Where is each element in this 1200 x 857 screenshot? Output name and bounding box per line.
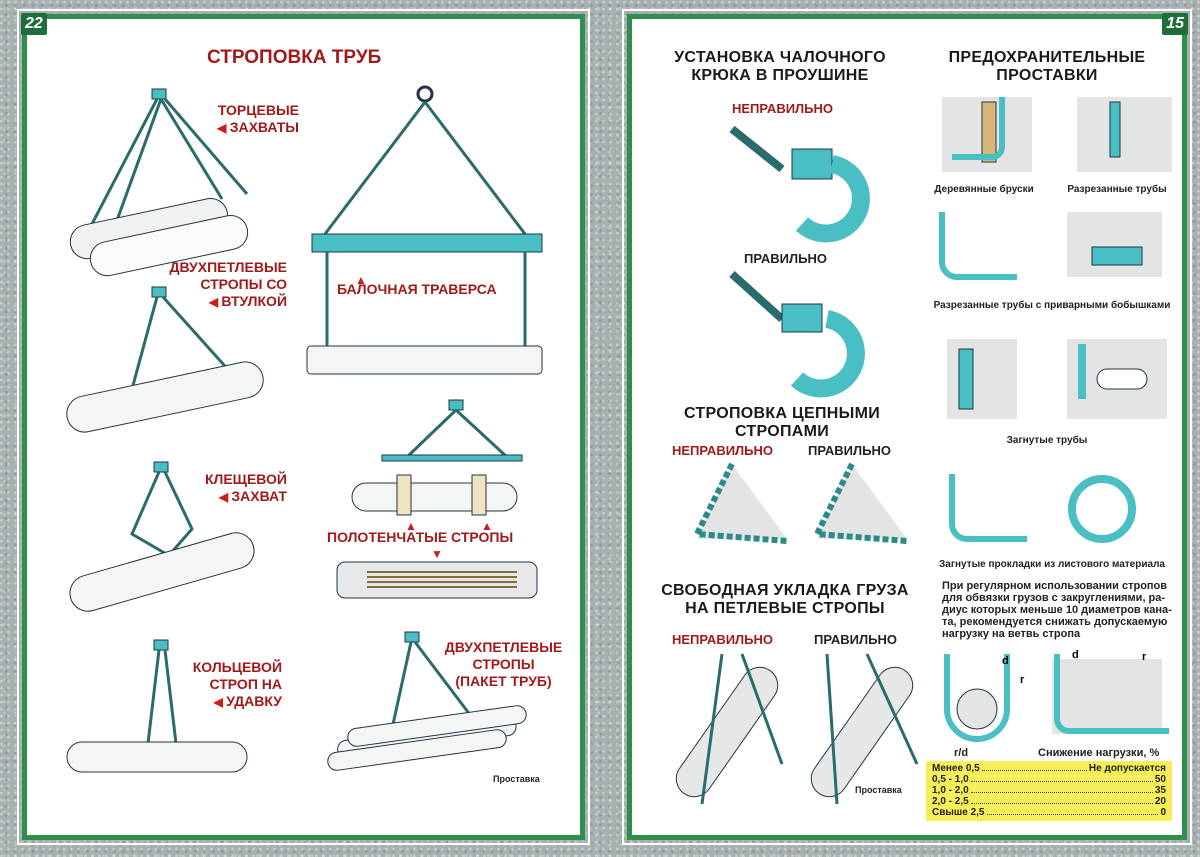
hook-wrong-label: НЕПРАВИЛЬНО xyxy=(732,101,834,116)
label-r-right: r xyxy=(1142,651,1147,663)
caption-beam-traverse: БАЛОЧНАЯ ТРАВЕРСА xyxy=(337,281,497,297)
bent-sheet-illustration xyxy=(949,474,1136,543)
end-grips-illustration xyxy=(69,88,249,277)
bent-pipes-illustration xyxy=(947,339,1167,419)
caption-ring-choke: КОЛЬЦЕВОЙ СТРОП НА ◀ УДАВКУ xyxy=(192,659,282,709)
hook-right-illustration xyxy=(729,271,865,398)
traverse-arrow: ▲ xyxy=(355,273,367,287)
label-wood-bars: Деревянные бруски xyxy=(934,184,1034,195)
chain-section-title: СТРОПОВКА ЦЕПНЫМИ СТРОПАМИ xyxy=(683,405,881,440)
caption-pincer-grip: КЛЕЩЕВОЙ ◀ ЗАХВАТ xyxy=(204,471,287,504)
towel-arrow-down: ▼ xyxy=(431,547,443,561)
caption-towel-slings: ПОЛОТЕНЧАТЫЕ СТРОПЫ xyxy=(327,529,514,545)
label-rd: r/d xyxy=(954,747,969,759)
label-r-left: r xyxy=(1020,674,1025,686)
towel-arrow-right: ▲ xyxy=(481,519,493,533)
spacers-section-title: ПРЕДОХРАНИТЕЛЬНЫЕ ПРОСТАВКИ xyxy=(948,49,1146,84)
double-loop-sleeve-illustration xyxy=(66,286,264,433)
label-spacer-right: Проставка xyxy=(855,785,902,795)
label-cut-pipes: Разрезанные трубы xyxy=(1067,184,1167,195)
label-bent-pipes: Загнутые трубы xyxy=(1006,435,1088,446)
label-d-left: d xyxy=(1002,655,1009,667)
cut-pipes-illustration xyxy=(1077,97,1172,172)
chain-wrong-label: НЕПРАВИЛЬНО xyxy=(672,443,774,458)
load-reduction-note: При регулярном использовании стропов для… xyxy=(942,580,1172,640)
cut-pipes-bosses-illustration xyxy=(939,212,1162,280)
pipe-bundle-illustration xyxy=(327,631,527,771)
right-page: 15 УСТАНОВКА ЧАЛОЧНОГО КРЮКА В ПРОУШИНЕ … xyxy=(622,9,1192,845)
loop-wrong-label: НЕПРАВИЛЬНО xyxy=(672,632,774,647)
caption-double-loop-bundle: ДВУХПЕТЛЕВЫЕ СТРОПЫ (ПАКЕТ ТРУБ) xyxy=(444,639,563,689)
chain-right-label: ПРАВИЛЬНО xyxy=(808,443,891,458)
loop-wrong-illustration xyxy=(675,653,784,805)
beam-traverse-illustration xyxy=(306,85,543,375)
pincer-grip-illustration xyxy=(69,461,255,612)
radius-diagram-illustration xyxy=(944,654,1169,742)
left-page: 22 СТРОПОВКА ТРУБ ТОРЦЕВЫЕ ◀ ЗАХВАТЫ ▲ Б… xyxy=(17,9,590,845)
label-reduction: Снижение нагрузки, % xyxy=(1038,747,1160,759)
chain-wrong-illustration xyxy=(692,462,788,544)
label-cut-pipes-bosses: Разрезанные трубы с приварными бобышками xyxy=(933,300,1171,311)
towel-arrow-left: ▲ xyxy=(405,519,417,533)
wood-bars-illustration xyxy=(942,97,1032,172)
hook-right-label: ПРАВИЛЬНО xyxy=(744,251,827,266)
hook-wrong-illustration xyxy=(729,125,870,243)
label-d-right: d xyxy=(1072,649,1079,661)
caption-end-grips: ТОРЦЕВЫЕ ◀ ЗАХВАТЫ xyxy=(217,102,299,135)
towel-slings-illustration xyxy=(336,399,538,599)
hook-section-title: УСТАНОВКА ЧАЛОЧНОГО КРЮКА В ПРОУШИНЕ xyxy=(674,49,886,84)
loop-right-label: ПРАВИЛЬНО xyxy=(814,632,897,647)
chain-right-illustration xyxy=(812,462,908,544)
label-bent-sheet: Загнутые прокладки из листового материал… xyxy=(939,559,1165,570)
page-title: СТРОПОВКА ТРУБ xyxy=(207,47,382,68)
loop-section-title: СВОБОДНАЯ УКЛАДКА ГРУЗА НА ПЕТЛЕВЫЕ СТРО… xyxy=(661,582,909,617)
page-number-right: 15 xyxy=(1162,13,1188,35)
loop-right-illustration xyxy=(810,653,919,805)
caption-double-loop-sleeve: ДВУХПЕТЛЕВЫЕ СТРОПЫ СО ◀ ВТУЛКОЙ xyxy=(169,259,287,309)
page-number-left: 22 xyxy=(21,13,47,35)
ring-choke-illustration xyxy=(66,639,248,773)
label-spacer-left: Проставка xyxy=(493,774,540,784)
